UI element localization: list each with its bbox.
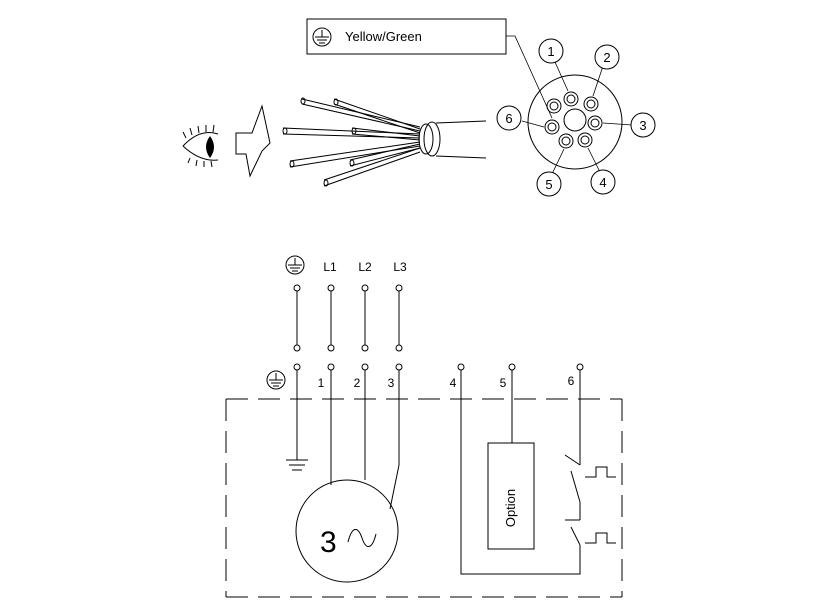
eye-icon — [182, 124, 219, 168]
core-6 — [544, 119, 560, 135]
callout-4: 4 — [590, 169, 616, 195]
motor-conductors — [330, 370, 400, 510]
callout-6: 6 — [496, 105, 522, 131]
supply-label-l1: L1 — [323, 260, 337, 274]
terminal-ground-icon — [266, 370, 286, 390]
motor-phase-number: 3 — [320, 526, 337, 559]
callout-2: 2 — [594, 44, 620, 70]
supply-ground-icon — [285, 255, 305, 275]
svg-text:2: 2 — [603, 50, 610, 65]
wire-7 — [323, 147, 421, 187]
ground-conductor — [286, 370, 308, 471]
callout-1: 1 — [538, 38, 564, 64]
callout-5: 5 — [536, 171, 562, 197]
terminal-label-3: 3 — [388, 376, 395, 390]
wire-5 — [289, 141, 421, 168]
core-ground — [546, 98, 562, 114]
cable-cross-section: 1 2 3 4 5 6 — [496, 38, 656, 197]
svg-text:1: 1 — [547, 44, 554, 59]
core-5 — [558, 133, 574, 149]
motor-symbol: 3 — [295, 479, 399, 583]
legend-box: Yellow/Green — [306, 18, 507, 55]
terminal-label-2: 2 — [354, 376, 361, 390]
callout-3: 3 — [630, 112, 656, 138]
core-1 — [563, 91, 579, 107]
supply-label-l2: L2 — [358, 260, 372, 274]
legend-label: Yellow/Green — [345, 29, 422, 44]
svg-text:3: 3 — [639, 118, 646, 133]
terminal-label-1: 1 — [318, 376, 325, 390]
terminal-label-6: 6 — [568, 374, 575, 388]
supply-lines — [293, 284, 403, 352]
svg-text:4: 4 — [599, 175, 606, 190]
ac-sine-icon — [347, 529, 377, 547]
view-arrow-icon — [235, 104, 271, 178]
svg-text:6: 6 — [505, 111, 512, 126]
core-3 — [587, 115, 603, 131]
svg-text:5: 5 — [545, 177, 552, 192]
terminal-row — [293, 363, 584, 371]
ground-icon — [312, 27, 332, 47]
terminal-label-5: 5 — [500, 376, 507, 390]
wire-6 — [349, 143, 421, 167]
option-circuit: Option — [460, 370, 581, 575]
thermal-contacts — [564, 370, 616, 546]
terminal-label-4: 4 — [450, 376, 457, 390]
wire-2 — [333, 98, 421, 134]
wire-3 — [282, 127, 421, 139]
enclosure-boundary — [225, 398, 623, 598]
wire-1 — [300, 97, 421, 132]
core-2 — [583, 96, 599, 112]
cable-bundle — [282, 97, 487, 187]
option-box — [487, 442, 535, 550]
wire-4 — [351, 127, 421, 141]
option-label: Option — [503, 489, 518, 527]
core-4 — [577, 132, 593, 148]
supply-label-l3: L3 — [393, 260, 407, 274]
